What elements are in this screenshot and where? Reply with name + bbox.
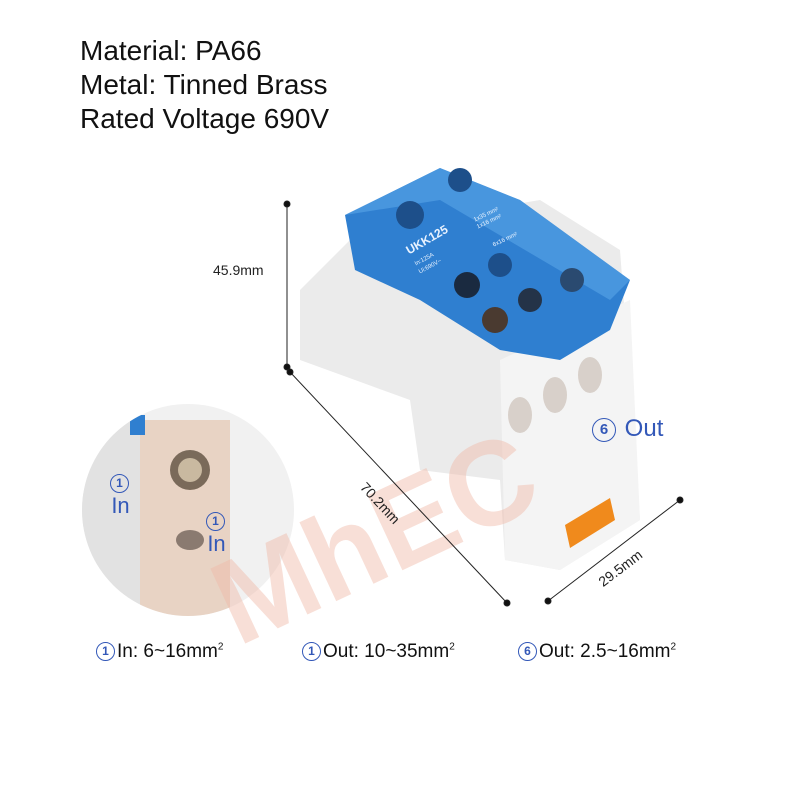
number-badge: 1 <box>110 474 129 493</box>
spec-material: Material: PA66 <box>80 35 262 66</box>
din-clip <box>565 498 615 548</box>
number-badge: 1 <box>302 642 321 661</box>
spec-voltage: Rated Voltage 690V <box>80 103 330 134</box>
number-badge: 6 <box>518 642 537 661</box>
superscript: 2 <box>670 641 677 653</box>
dimension-lines <box>283 200 684 607</box>
spec-metal: Metal: Tinned Brass <box>80 69 328 100</box>
in-callout-2: 1 In <box>206 508 227 556</box>
number-badge: 6 <box>592 418 616 442</box>
superscript: 2 <box>217 641 224 653</box>
number-badge: 1 <box>96 642 115 661</box>
label-text: In: 6~16mm <box>117 641 218 662</box>
superscript: 2 <box>449 641 455 653</box>
label-text: Out: 2.5~16mm <box>539 641 671 662</box>
in-callout-1: 1 In <box>110 470 131 518</box>
terminal-block <box>300 168 640 570</box>
in-callout-label: In <box>207 531 226 556</box>
out-callout-label: Out <box>624 415 664 442</box>
label-text: Out: 10~35mm <box>323 641 450 662</box>
in-callout-label: In <box>111 493 130 518</box>
height-dimension-label: 45.9mm <box>213 262 264 278</box>
inset-detail <box>82 404 294 616</box>
out-callout: 6 Out <box>592 415 663 443</box>
number-badge: 1 <box>206 512 225 531</box>
